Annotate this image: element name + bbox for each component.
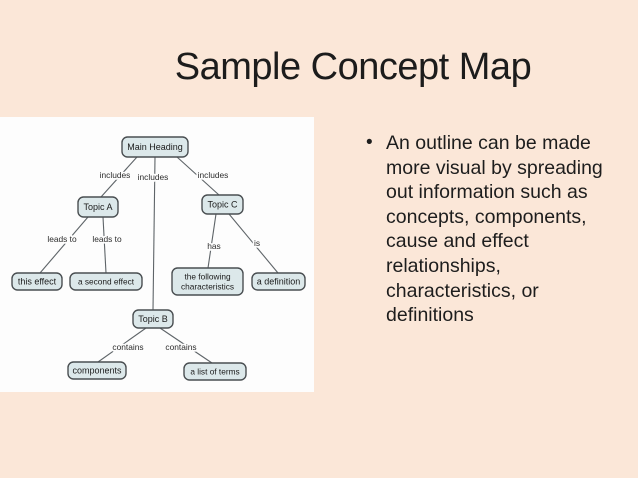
edge-line — [97, 327, 147, 363]
node-label-the-following-characteristics: characteristics — [181, 282, 234, 292]
node-label-a-definition: a definition — [257, 277, 301, 287]
edge-label: includes — [138, 172, 169, 182]
bullet-marker: • — [366, 132, 373, 153]
bullet-text: An outline can be made more visual by sp… — [386, 131, 603, 328]
node-topic-a — [77, 196, 119, 218]
bullet-text-line: cause and effect — [386, 230, 529, 253]
page-title: Sample Concept Map — [174, 46, 532, 88]
edge-label: has — [207, 241, 221, 251]
node-topic-b — [132, 309, 174, 329]
bullet-text-line: definitions — [386, 304, 474, 327]
node-label-topic-c: Topic C — [207, 200, 238, 210]
edge-label: is — [254, 238, 260, 248]
node-label-this-effect: this effect — [18, 277, 57, 287]
edge-line — [39, 216, 89, 274]
edge-line — [159, 327, 213, 364]
concept-map-image: includes includes includes leads to leads to… — [0, 117, 314, 392]
edge-line — [152, 156, 156, 311]
edge-label: leads to — [47, 234, 77, 244]
bullet-text-line: characteristics, or — [386, 279, 539, 302]
bullet-text-line: concepts, components, — [386, 205, 587, 228]
node-label-a-list-of-terms: a list of terms — [190, 367, 239, 377]
node-a-definition — [251, 272, 306, 291]
node-this-effect — [11, 272, 63, 291]
node-label-topic-b: Topic B — [138, 314, 168, 324]
node-main-heading — [121, 136, 189, 158]
concept-map-svg: includes includes includes leads to leads to… — [11, 136, 306, 381]
edge-line — [176, 156, 220, 196]
bullet-text-line: more visual by spreading — [386, 156, 603, 179]
node-components — [67, 361, 127, 380]
bullet-item: • An outline can be made more visual by … — [366, 131, 603, 328]
edge-line — [100, 156, 138, 198]
edge-line — [228, 213, 279, 274]
edge-line — [207, 213, 217, 269]
bullet-text-line: relationships, — [386, 254, 501, 277]
node-label-components: components — [72, 366, 122, 376]
edge-line — [102, 216, 107, 274]
node-a-list-of-terms — [183, 362, 247, 381]
bullet-text-line: out information such as — [386, 181, 588, 204]
edge-label: leads to — [92, 234, 122, 244]
node-label-main-heading: Main Heading — [127, 142, 183, 152]
node-label-the-following-characteristics: the following — [184, 271, 231, 281]
node-label-topic-a: Topic A — [83, 202, 112, 212]
node-a-second-effect — [69, 272, 143, 291]
edge-label: contains — [165, 342, 196, 352]
node-label-a-second-effect: a second effect — [78, 277, 135, 287]
node-topic-c — [201, 194, 244, 215]
bullet-text-line: An outline can be made — [386, 132, 591, 154]
edge-label: includes — [198, 170, 229, 180]
edge-label: contains — [112, 342, 143, 352]
node-the-following-characteristics — [171, 267, 244, 296]
edge-label: includes — [100, 170, 131, 180]
